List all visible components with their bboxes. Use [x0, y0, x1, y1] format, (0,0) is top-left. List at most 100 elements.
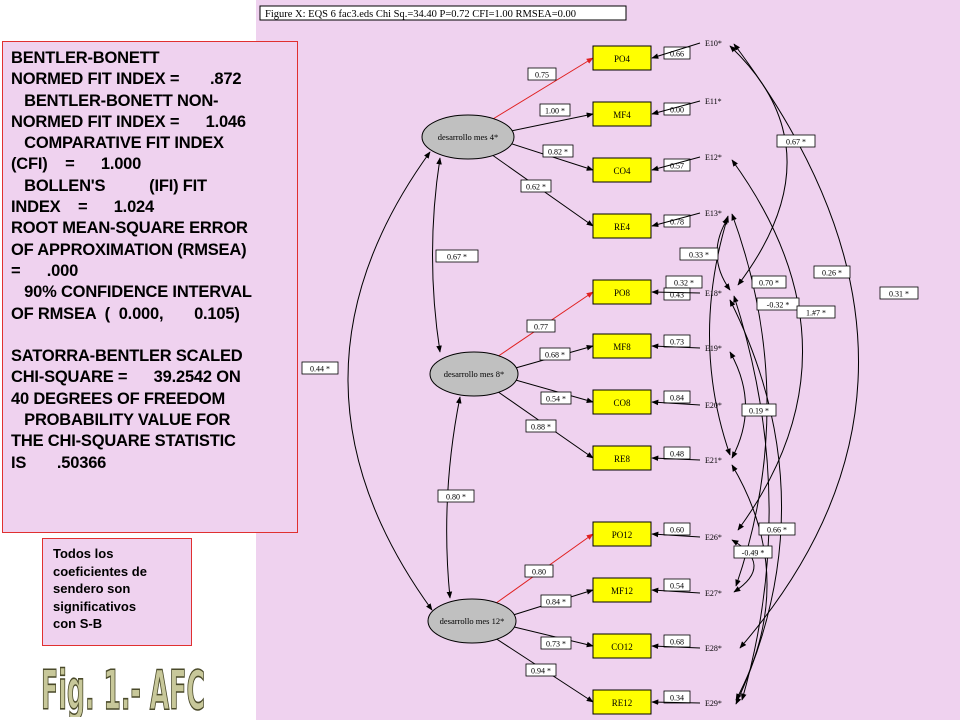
- error-covariance-label: 0.26 *: [822, 269, 842, 278]
- indicator-box: [592, 213, 652, 239]
- indicator-label: CO12: [611, 642, 633, 652]
- error-path: [651, 531, 701, 538]
- error-covariance-label-box: [679, 247, 719, 261]
- error-covariance-label: 0.33 *: [689, 251, 709, 260]
- figure-title: Figure X: EQS 6 fac3.eds Chi Sq.=34.40 P…: [265, 9, 576, 20]
- error-term-label: E13*: [705, 209, 722, 218]
- error-value-label: 0.84: [670, 394, 684, 403]
- indicator-label: CO4: [613, 166, 631, 176]
- loading-label: 0.80: [532, 568, 546, 577]
- indicator-box: [592, 577, 652, 603]
- loading-label: 1.00 *: [545, 107, 565, 116]
- error-covariance-label: 0.70 *: [759, 279, 779, 288]
- loading-label: 0.88 *: [531, 423, 551, 432]
- factor-correlation-label: 0.80 *: [446, 493, 466, 502]
- error-covariance-arc: [731, 213, 768, 587]
- indicator-label: MF4: [613, 110, 631, 120]
- error-covariance-label: -0.32 *: [767, 301, 790, 310]
- error-covariance-label-box: [741, 403, 777, 417]
- error-covariance-arc: [733, 295, 770, 701]
- error-value-label-box: [663, 102, 691, 116]
- error-value-label-box: [663, 578, 691, 592]
- error-term-label: E21*: [705, 456, 722, 465]
- error-term-label: E27*: [705, 589, 722, 598]
- loading-label: 0.84 *: [546, 598, 566, 607]
- error-term-label: E29*: [705, 699, 722, 708]
- error-path: [651, 343, 701, 350]
- error-value-label: 0.00: [670, 106, 684, 115]
- error-covariance-arc: [731, 464, 768, 701]
- loading-label-box: [540, 391, 572, 405]
- error-covariance-label: 0.31 *: [889, 290, 909, 299]
- error-path: [651, 699, 701, 705]
- loading-label: 0.75: [535, 71, 549, 80]
- factor-correlation-label-box: [437, 489, 475, 503]
- error-covariance-arc: [709, 215, 731, 456]
- error-covariance-label: 0.66 *: [767, 526, 787, 535]
- indicator-box: [592, 101, 652, 127]
- error-covariance-label-box: [879, 286, 919, 300]
- loading-label-box: [526, 319, 556, 333]
- error-path: [651, 455, 701, 462]
- figure-caption: Fig. 1.- AFC: [40, 658, 206, 717]
- loading-label-box: [525, 663, 557, 677]
- factor-ellipse: [421, 114, 515, 160]
- error-path: [651, 587, 701, 594]
- error-value-label: 0.34: [670, 694, 684, 703]
- error-covariance-label-box: [751, 275, 787, 289]
- error-value-label: 0.66: [670, 50, 684, 59]
- error-value-label: 0.60: [670, 526, 684, 535]
- error-value-label: 0.73: [670, 338, 684, 347]
- error-value-label: 0.43: [670, 291, 684, 300]
- error-covariance-arc: [731, 539, 755, 593]
- error-value-label: 0.68: [670, 638, 684, 647]
- error-term-label: E20*: [705, 401, 722, 410]
- loading-label-box: [524, 564, 554, 578]
- error-covariance-label: 0.19 *: [749, 407, 769, 416]
- error-value-label-box: [663, 522, 691, 536]
- error-value-label: 0.57: [670, 162, 684, 171]
- loading-path: [505, 112, 594, 133]
- indicator-label: RE4: [614, 222, 631, 232]
- factor-correlation-label-box: [435, 249, 479, 263]
- error-path: [651, 212, 701, 228]
- indicator-box: [592, 333, 652, 359]
- loading-label: 0.62 *: [526, 183, 546, 192]
- error-value-label: 0.48: [670, 450, 684, 459]
- indicator-label: RE12: [612, 698, 633, 708]
- error-path: [651, 156, 701, 172]
- factor-ellipse: [427, 598, 517, 644]
- loading-label: 0.73 *: [546, 640, 566, 649]
- error-term-label: E18*: [705, 289, 722, 298]
- factor-ellipse: [429, 351, 519, 397]
- factor-correlation-label: 0.67 *: [447, 253, 467, 262]
- indicator-box: [592, 157, 652, 183]
- error-covariance-label-box: [733, 545, 773, 559]
- loading-label-box: [527, 67, 557, 81]
- loading-path: [487, 57, 594, 123]
- significance-note: Todos los coeficientes de sendero son si…: [42, 538, 192, 646]
- error-value-label-box: [663, 46, 691, 60]
- error-value-label: 0.78: [670, 218, 684, 227]
- error-covariance-label-box: [776, 134, 816, 148]
- error-term-label: E11*: [705, 97, 722, 106]
- loading-label-box: [520, 179, 552, 193]
- factor-label: desarrollo mes 4*: [438, 132, 498, 142]
- error-value-label-box: [663, 287, 691, 301]
- error-path: [651, 643, 701, 650]
- correlation-arc-f1-f2: [432, 157, 442, 353]
- indicator-box: [592, 389, 652, 415]
- error-path: [651, 42, 701, 59]
- indicator-label: PO4: [614, 54, 631, 64]
- indicator-box: [592, 45, 652, 71]
- factor-correlation-label-box: [301, 361, 339, 375]
- error-term-label: E19*: [705, 344, 722, 353]
- loading-label-box: [539, 347, 571, 361]
- error-term-label: E28*: [705, 644, 722, 653]
- indicator-box: [592, 633, 652, 659]
- indicator-label: PO8: [614, 288, 631, 298]
- factor-correlation-label: 0.44 *: [310, 365, 330, 374]
- loading-label-box: [542, 144, 574, 158]
- correlation-arc-f1-f3: [347, 151, 433, 611]
